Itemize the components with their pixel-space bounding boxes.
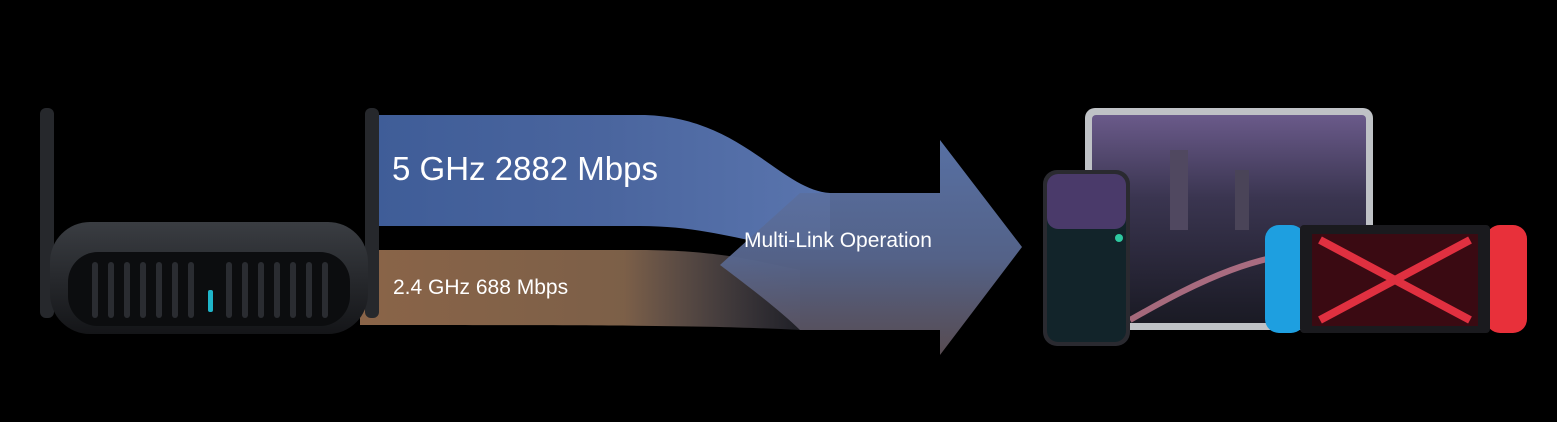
- band-24ghz-flow: [360, 250, 800, 330]
- band-24ghz-label: 2.4 GHz 688 Mbps: [393, 276, 569, 299]
- multi-link-operation-label: Multi-Link Operation: [744, 229, 932, 252]
- router-led: [208, 290, 213, 312]
- merge-arrow: [720, 140, 1022, 355]
- game-console-image: [1265, 225, 1527, 333]
- band-5ghz-label: 5 GHz 2882 Mbps: [392, 150, 658, 187]
- phone-image: [1043, 170, 1130, 346]
- band-5ghz-flow: [378, 115, 830, 250]
- router-image: [40, 108, 379, 334]
